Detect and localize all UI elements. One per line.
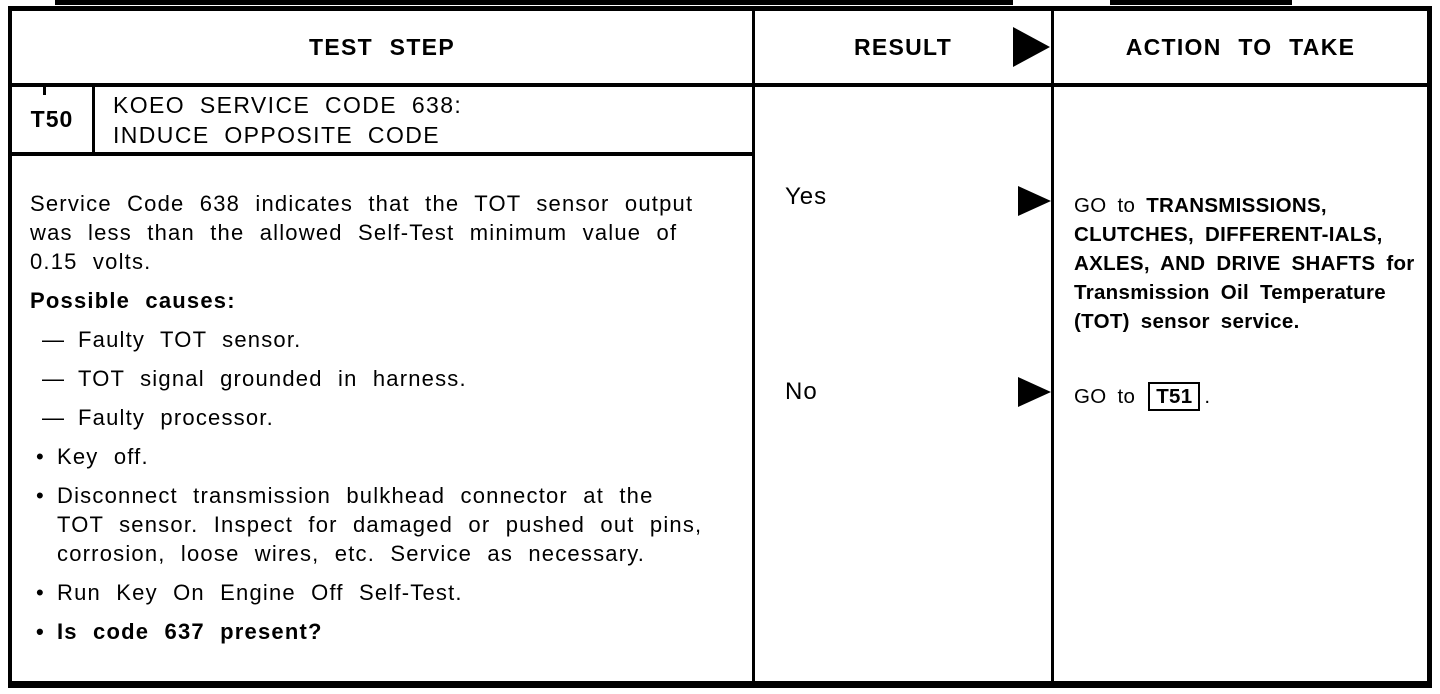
question-text: Is code 637 present? xyxy=(57,619,323,644)
list-item: — Faulty processor. xyxy=(30,403,714,432)
step-title-row: T50 KOEO SERVICE CODE 638: INDUCE OPPOSI… xyxy=(12,87,752,156)
scan-artifact-top-right xyxy=(1110,0,1292,5)
step-title-line-1: KOEO SERVICE CODE 638: xyxy=(113,91,463,118)
step-title-line-2: INDUCE OPPOSITE CODE xyxy=(113,121,440,148)
action-for-yes: GO to TRANSMISSIONS, CLUTCHES, DIFFERENT… xyxy=(1074,191,1422,336)
step-ref-box: T51 xyxy=(1148,382,1201,411)
action-for-no: GO to T51. xyxy=(1074,382,1422,411)
possible-causes-heading: Possible causes: xyxy=(30,288,236,313)
scan-artifact-top-left xyxy=(55,0,1013,5)
result-header-arrow-icon xyxy=(1013,27,1050,67)
list-item: • Key off. xyxy=(30,442,714,471)
action-column: GO to TRANSMISSIONS, CLUTCHES, DIFFERENT… xyxy=(1054,87,1427,681)
list-item-text: Run Key On Engine Off Self-Test. xyxy=(57,580,463,605)
yes-arrow-icon xyxy=(1018,186,1051,216)
list-item-text: TOT signal grounded in harness. xyxy=(78,366,467,391)
step-title-cell: KOEO SERVICE CODE 638: INDUCE OPPOSITE C… xyxy=(95,87,752,152)
header-action-to-take: ACTION TO TAKE xyxy=(1054,11,1427,83)
header-result: RESULT xyxy=(755,11,1054,83)
no-arrow-icon xyxy=(1018,377,1051,407)
table-body-row: T50 KOEO SERVICE CODE 638: INDUCE OPPOSI… xyxy=(12,87,1427,681)
scan-artifact-tick xyxy=(43,87,46,95)
intro-paragraph: Service Code 638 indicates that the TOT … xyxy=(30,191,694,274)
bullet-icon: • xyxy=(36,444,45,469)
result-column: Yes No xyxy=(755,87,1054,681)
bullet-icon: • xyxy=(36,483,45,508)
list-item: — TOT signal grounded in harness. xyxy=(30,364,714,393)
header-test-step: TEST STEP xyxy=(12,11,755,83)
question-item: • Is code 637 present? xyxy=(30,617,714,646)
bullet-icon: • xyxy=(36,619,45,644)
action-no-prefix: GO to xyxy=(1074,385,1147,408)
action-yes-emphasis: TRANSMISSIONS, CLUTCHES, DIFFERENT-IALS,… xyxy=(1074,194,1415,333)
result-no-label: No xyxy=(785,378,818,405)
list-item-text: Key off. xyxy=(57,444,149,469)
step-id: T50 xyxy=(30,106,74,132)
action-no-suffix: . xyxy=(1204,385,1211,408)
test-step-body: Service Code 638 indicates that the TOT … xyxy=(12,156,752,681)
dash-icon: — xyxy=(42,405,66,430)
header-test-step-label: TEST STEP xyxy=(309,33,455,60)
pinpoint-test-table: TEST STEP RESULT ACTION TO TAKE T50 KOEO… xyxy=(8,6,1432,688)
list-item-text: Faulty TOT sensor. xyxy=(78,327,302,352)
result-yes-label: Yes xyxy=(785,183,828,210)
table-header-row: TEST STEP RESULT ACTION TO TAKE xyxy=(12,11,1427,87)
header-action-label: ACTION TO TAKE xyxy=(1125,33,1356,60)
action-yes-prefix: GO to xyxy=(1074,194,1147,217)
test-step-column: T50 KOEO SERVICE CODE 638: INDUCE OPPOSI… xyxy=(12,87,755,681)
list-item-text: Disconnect transmission bulkhead connect… xyxy=(57,483,703,566)
list-item: • Run Key On Engine Off Self-Test. xyxy=(30,578,714,607)
list-item: — Faulty TOT sensor. xyxy=(30,325,714,354)
dash-icon: — xyxy=(42,366,66,391)
header-result-label: RESULT xyxy=(853,33,953,60)
list-item: • Disconnect transmission bulkhead conne… xyxy=(30,481,714,568)
step-id-cell: T50 xyxy=(12,87,95,152)
list-item-text: Faulty processor. xyxy=(78,405,274,430)
dash-icon: — xyxy=(42,327,66,352)
bullet-icon: • xyxy=(36,580,45,605)
